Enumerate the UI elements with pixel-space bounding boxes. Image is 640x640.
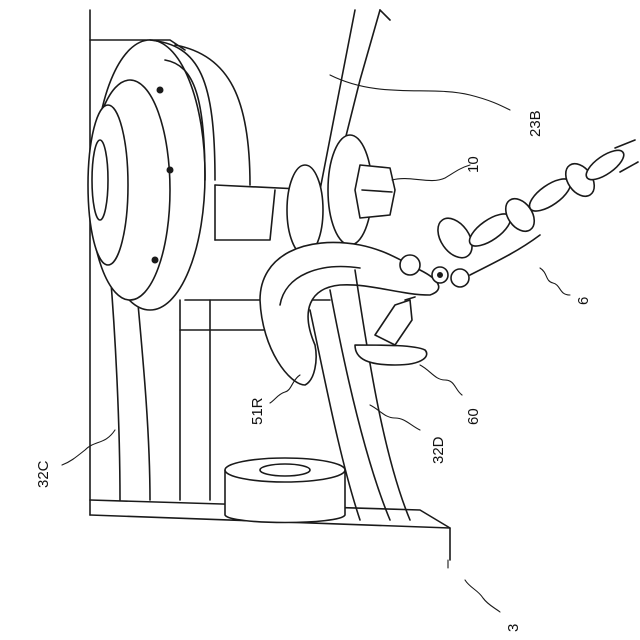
label-51R: 51R: [249, 397, 266, 425]
label-3: 3: [505, 624, 522, 632]
bushing: [225, 458, 345, 523]
label-10: 10: [465, 156, 482, 173]
chain-6: [431, 140, 638, 287]
label-32C: 32C: [35, 460, 52, 488]
label-32D: 32D: [430, 436, 447, 464]
nut-10: [287, 135, 395, 255]
label-6: 6: [575, 297, 592, 305]
label-23B: 23B: [527, 110, 544, 137]
hook-lever-51R: [260, 242, 448, 385]
latch-60: [355, 297, 427, 365]
pivot-bracket: [88, 40, 250, 310]
label-60: 60: [465, 408, 482, 425]
